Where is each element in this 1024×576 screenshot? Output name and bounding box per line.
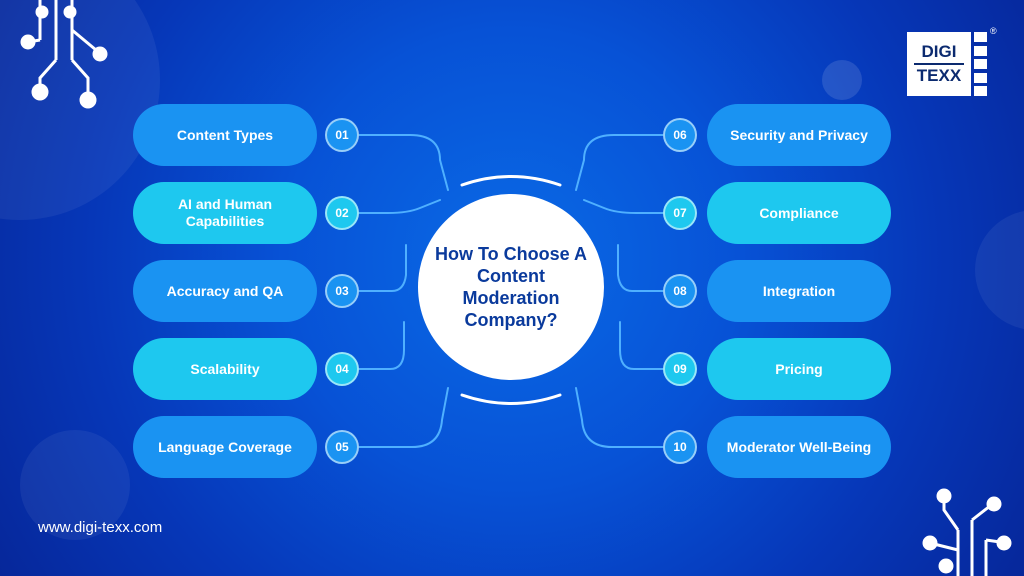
right-item-5-number-badge: 10	[663, 430, 697, 464]
circuit-icon	[922, 488, 1012, 576]
digitexx-logo: DIGI TEXX ®	[907, 26, 997, 96]
logo-line-1: DIGI	[921, 42, 957, 61]
right-item-4-number-badge: 09	[663, 352, 697, 386]
left-item-2-pill: AI and Human Capabilities	[133, 182, 317, 244]
connector-line-03	[357, 244, 407, 292]
connector-line-01	[357, 134, 449, 191]
left-item-3-pill: Accuracy and QA	[133, 260, 317, 322]
right-item-5-label: Moderator Well-Being	[726, 438, 872, 455]
left-item-1-number-badge: 01	[325, 118, 359, 152]
logo-box: DIGI TEXX	[907, 32, 971, 96]
center-title: How To Choose A Content Moderation Compa…	[435, 244, 587, 330]
right-item-3-label: Integration	[762, 282, 836, 299]
connector-line-09	[619, 321, 665, 370]
left-item-3-number-badge: 03	[325, 274, 359, 308]
logo-line-2: TEXX	[916, 66, 962, 85]
right-item-2-number-badge: 07	[663, 196, 697, 230]
connector-line-10	[575, 387, 665, 448]
left-item-1-label: Content Types	[176, 126, 274, 143]
right-item-4-pill: Pricing	[707, 338, 891, 400]
left-item-4-number-badge: 04	[325, 352, 359, 386]
connector-line-08	[617, 244, 665, 292]
left-item-5-number-badge: 05	[325, 430, 359, 464]
right-item-1-pill: Security and Privacy	[707, 104, 891, 166]
connector-line-06	[575, 134, 665, 191]
logo-film-strip	[974, 32, 987, 96]
left-item-2-number-badge: 02	[325, 196, 359, 230]
left-item-4-pill: Scalability	[133, 338, 317, 400]
right-item-4-label: Pricing	[775, 360, 823, 377]
left-item-5-pill: Language Coverage	[133, 416, 317, 478]
left-item-2-label: AI and Human Capabilities	[177, 196, 273, 229]
orbit-arc-bottom	[460, 393, 562, 405]
connector-line-04	[357, 321, 405, 370]
right-item-2-pill: Compliance	[707, 182, 891, 244]
connector-line-07	[583, 199, 665, 214]
right-item-1-number-badge: 06	[663, 118, 697, 152]
right-item-5-pill: Moderator Well-Being	[707, 416, 891, 478]
logo-registered-mark: ®	[990, 26, 997, 36]
left-item-5-label: Language Coverage	[158, 438, 292, 455]
decor-bubble	[20, 430, 130, 540]
left-item-1-pill: Content Types	[133, 104, 317, 166]
website-url: www.digi-texx.com	[38, 519, 163, 536]
right-item-3-number-badge: 08	[663, 274, 697, 308]
left-item-4-label: Scalability	[190, 360, 260, 377]
connector-line-05	[357, 387, 449, 448]
decor-bubble	[822, 60, 862, 100]
left-item-3-label: Accuracy and QA	[166, 282, 284, 299]
right-item-3-pill: Integration	[707, 260, 891, 322]
logo-rule	[914, 63, 964, 65]
circuit-icon	[20, 0, 108, 109]
right-item-1-label: Security and Privacy	[730, 126, 868, 143]
orbit-arc-top	[460, 175, 562, 187]
connector-line-02	[357, 199, 441, 214]
center-circle: How To Choose A Content Moderation Compa…	[418, 194, 604, 380]
right-item-2-label: Compliance	[759, 204, 839, 221]
